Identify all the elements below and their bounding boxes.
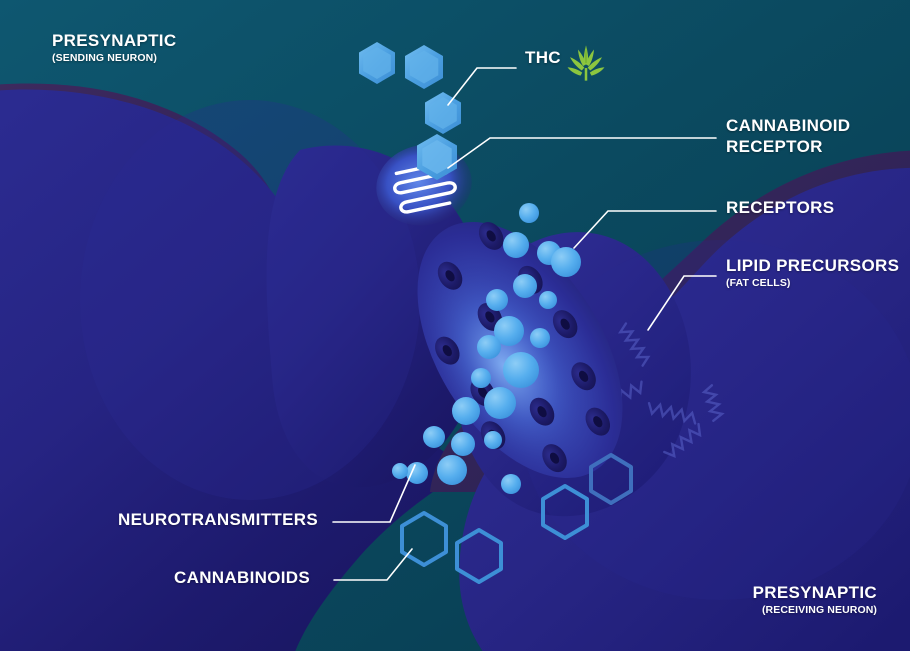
label-neurotransmitters-title: NEUROTRANSMITTERS (118, 510, 318, 529)
label-thc-title: THC (525, 48, 561, 67)
neurotransmitter (501, 474, 521, 494)
receptor-pit (542, 444, 567, 473)
presynaptic-terminal-bulb (266, 145, 488, 488)
neurotransmitter (451, 432, 475, 456)
lipid-precursor-squiggle (647, 402, 697, 425)
label-presynaptic-sending: PRESYNAPTIC (SENDING NEURON) (52, 30, 176, 65)
receptor-pit (437, 261, 463, 290)
label-neurotransmitters: NEUROTRANSMITTERS (118, 509, 318, 530)
presynaptic-shading (80, 100, 420, 500)
leader-line-thc (447, 67, 517, 106)
label-presynaptic-receiving: PRESYNAPTIC (RECEIVING NEURON) (753, 582, 877, 617)
receptor-pit (585, 407, 611, 436)
presynaptic-neuron (0, 83, 488, 651)
thc-hexagon-docked (417, 134, 457, 180)
label-cannabinoid-receptor-line2: RECEPTOR (726, 137, 823, 156)
lipid-precursor-squiggle (701, 384, 725, 423)
neurotransmitters-group (392, 203, 581, 494)
leader-line-cannabinoids (333, 548, 413, 581)
neurotransmitter (513, 274, 537, 298)
label-cannabinoid-receptor: CANNABINOID RECEPTOR (726, 115, 850, 157)
neurotransmitter (471, 368, 491, 388)
thc-hexagon (405, 45, 443, 89)
thc-hexagon (359, 42, 395, 84)
label-presynaptic-receiving-subtitle: (RECEIVING NEURON) (761, 604, 877, 616)
leader-line-neurotransmitters (332, 464, 416, 523)
label-lipid-precursors-subtitle: (FAT CELLS) (726, 277, 791, 289)
neurotransmitter (392, 463, 408, 479)
label-lipid-precursors-title: LIPID PRECURSORS (726, 256, 900, 275)
lipid-precursor-squiggle (663, 422, 702, 459)
label-receptors-title: RECEPTORS (726, 198, 835, 217)
neurotransmitter (539, 291, 557, 309)
lipid-precursor-squiggle (618, 322, 651, 367)
presynaptic-neuron-body (0, 89, 470, 651)
neurotransmitter (551, 247, 581, 277)
neurotransmitter (484, 431, 502, 449)
label-cannabinoids-title: CANNABINOIDS (174, 568, 311, 587)
neurotransmitter (452, 397, 480, 425)
leader-line-receptors (573, 210, 717, 249)
receptors-group (435, 221, 611, 473)
neurotransmitter (494, 316, 524, 346)
label-thc: THC (525, 47, 561, 68)
neurotransmitter (406, 462, 428, 484)
receptor-pit (478, 221, 504, 250)
cannabinoid-hexagon (589, 453, 633, 505)
label-receptors: RECEPTORS (726, 197, 834, 218)
neurotransmitter (486, 289, 508, 311)
neurotransmitter (503, 232, 529, 258)
label-presynaptic-sending-subtitle: (SENDING NEURON) (52, 52, 157, 64)
thc-hexagon (425, 92, 461, 134)
cannabinoid-hexagon (541, 484, 589, 540)
receptor-pit (571, 362, 596, 391)
label-lipid-precursors: LIPID PRECURSORS (FAT CELLS) (726, 255, 899, 290)
label-cannabinoids: CANNABINOIDS (174, 567, 310, 588)
cannabinoid-hexagon (400, 511, 448, 567)
neurotransmitter (484, 387, 516, 419)
leader-line-cannabinoid-receptor (447, 137, 717, 169)
receptor-pit (529, 397, 555, 426)
neurotransmitter (503, 352, 539, 388)
cannabinoid-hexagon (455, 528, 503, 584)
neurotransmitter (519, 203, 539, 223)
receptor-pit (552, 310, 578, 339)
cannabinoids-group (400, 453, 633, 584)
label-presynaptic-receiving-title: PRESYNAPTIC (752, 583, 877, 602)
receptor-pit (435, 336, 460, 365)
label-presynaptic-sending-title: PRESYNAPTIC (52, 31, 177, 50)
neurotransmitter (477, 335, 501, 359)
leader-lines-group (332, 67, 717, 581)
label-cannabinoid-receptor-line1: CANNABINOID (726, 116, 851, 135)
neurotransmitter (530, 328, 550, 348)
thc-molecules-group (359, 42, 461, 180)
neurotransmitter (423, 426, 445, 448)
neurotransmitter (437, 455, 467, 485)
cannabis-leaf-icon (567, 45, 605, 81)
leader-line-lipid-precursors (647, 275, 717, 331)
